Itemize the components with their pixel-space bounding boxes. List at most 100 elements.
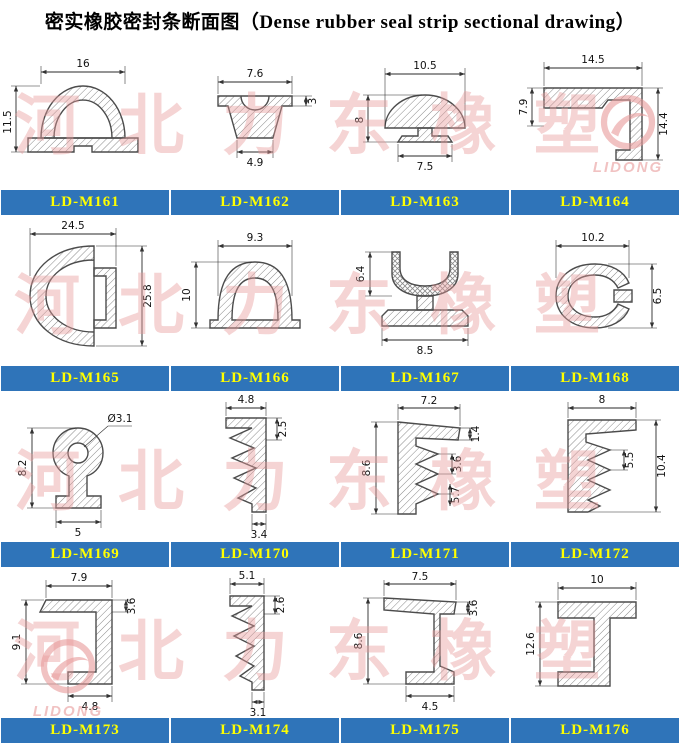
dimension: 7.5	[397, 144, 453, 173]
profile-shape	[397, 421, 461, 515]
dimension-value: 11.5	[2, 110, 14, 133]
dimension: 8.6	[353, 597, 406, 685]
dimension-value: 12.6	[525, 632, 537, 656]
model-label: LD-M163	[341, 190, 509, 215]
dimension: 3.4	[251, 514, 268, 541]
dimension-value: 6.4	[355, 265, 367, 282]
model-label: LD-M168	[511, 366, 679, 391]
dimension: 24.5	[29, 220, 117, 276]
catalog-cell: 7.5 3.6 8.6	[340, 568, 510, 744]
page-title-en: （Dense rubber seal strip sectional drawi…	[239, 11, 636, 33]
section-drawing: 7.9 3.6 9.1	[0, 568, 170, 718]
dimension-value: 14.5	[581, 54, 604, 66]
page-title-zh: 密实橡胶密封条断面图	[44, 11, 240, 33]
section-drawing: 8 5.5 10.4	[510, 392, 680, 542]
profile-shape	[384, 94, 466, 129]
dimension: 10.4	[589, 419, 668, 513]
model-label: LD-M165	[1, 366, 169, 391]
dimension: 5	[55, 510, 102, 539]
model-label: LD-M162	[171, 190, 339, 215]
dimension-value: 8	[354, 117, 366, 124]
drawing-svg: 7.5 3.6 8.6	[353, 571, 480, 713]
drawing-svg: 14.5 7.9 14.4	[518, 54, 670, 161]
dimension-value: 7.9	[71, 572, 88, 584]
dimension: 2.6	[264, 595, 287, 615]
drawing-svg: 7.9 3.6 9.1	[11, 572, 138, 713]
section-drawing: 16 11.5	[0, 40, 170, 190]
dimension: 3	[292, 95, 319, 107]
model-label: LD-M169	[1, 542, 169, 567]
catalog-cell: 9.3 10 LD-M166	[170, 216, 340, 392]
profile-shape	[229, 595, 265, 691]
drawing-svg: 10.5 8 7.5	[354, 60, 466, 173]
profile-shape	[217, 95, 293, 139]
catalog-cell: 7.6 3 4.9 LD-M162	[170, 40, 340, 216]
section-drawing: Ø3.1 8.2 5	[0, 392, 170, 542]
dimension-value: 5.1	[239, 570, 256, 582]
profile-shape	[38, 599, 113, 685]
model-label: LD-M171	[341, 542, 509, 567]
dimension: 16	[40, 58, 126, 84]
profile-shape	[396, 127, 454, 143]
section-drawing: 7.2 1.4 3.6	[340, 392, 510, 542]
profile-shape	[391, 251, 459, 297]
dimension: 1.4	[458, 425, 482, 442]
dimension-value: 8.6	[353, 632, 365, 649]
drawing-svg: Ø3.1 8.2 5	[17, 413, 132, 539]
dimension-value: 10.2	[581, 232, 604, 244]
ext-line	[83, 425, 109, 448]
dimension-value: 6.5	[652, 288, 664, 305]
section-drawing: 7.5 3.6 8.6	[340, 568, 510, 718]
profile-shape	[557, 601, 637, 687]
dimension: Ø3.1	[83, 413, 132, 448]
model-label: LD-M176	[511, 718, 679, 743]
profile-shape	[543, 87, 643, 161]
dimension: 10	[557, 574, 637, 600]
dimension-value: 5	[75, 527, 82, 539]
section-drawing: 4.8 2.5 3.4	[170, 392, 340, 542]
profile-shape	[209, 261, 301, 329]
dimension: 7.6	[217, 68, 293, 94]
dimension: 8	[567, 394, 637, 418]
dimension: 10.5	[384, 60, 466, 126]
drawing-svg: 16 11.5	[2, 58, 139, 153]
catalog-grid: 16 11.5 LD-M161	[0, 40, 680, 744]
catalog-cell: 6.4 8.5 LD-M167	[340, 216, 510, 392]
catalog-cell: 5.1 2.6 3.1 LD-M174	[170, 568, 340, 744]
dimension-value: 4.8	[238, 394, 255, 406]
catalog-cell: 7.2 1.4 3.6	[340, 392, 510, 568]
dimension-value: 1.4	[470, 425, 482, 442]
dimension: 10.2	[555, 232, 630, 278]
dimension: 2.5	[266, 417, 289, 441]
dimension-value: 5.5	[624, 452, 636, 469]
dimension-value: 2.6	[275, 596, 287, 613]
dimension-value: 10.5	[413, 60, 436, 72]
catalog-cell: 4.8 2.5 3.4 LD-M170	[170, 392, 340, 568]
dimension: 8.6	[361, 421, 398, 515]
dimension: 7.5	[383, 571, 457, 600]
dimension-value: 7.5	[417, 161, 434, 173]
dimension: 4.5	[405, 686, 455, 713]
dimension: 5.1	[229, 570, 265, 594]
dimension-value: 16	[76, 58, 90, 70]
dimension: 7.9	[45, 572, 113, 598]
dimension-value: 4.9	[247, 157, 264, 169]
page-title: 密实橡胶密封条断面图（Dense rubber seal strip secti…	[0, 0, 680, 40]
dimension-value: 3.6	[452, 455, 464, 472]
dimension-value: 3.6	[126, 597, 138, 614]
drawing-svg: 24.5 25.8	[29, 220, 154, 347]
catalog-cell: 24.5 25.8 LD-M165	[0, 216, 170, 392]
section-drawing: 10.5 8 7.5	[340, 40, 510, 190]
dimension: 3.6	[438, 453, 464, 475]
dimension-value: 10.4	[656, 454, 668, 478]
dimension: 10	[181, 261, 252, 329]
dimension: 5.5	[610, 449, 636, 471]
dimension-value: 24.5	[61, 220, 84, 232]
dimension-value: 10	[590, 574, 603, 586]
section-drawing: 5.1 2.6 3.1	[170, 568, 340, 718]
model-label: LD-M174	[171, 718, 339, 743]
section-drawing: 9.3 10	[170, 216, 340, 366]
drawing-svg: 9.3 10	[181, 232, 301, 329]
catalog-cell: 10 12.6 LD-M176	[510, 568, 680, 744]
